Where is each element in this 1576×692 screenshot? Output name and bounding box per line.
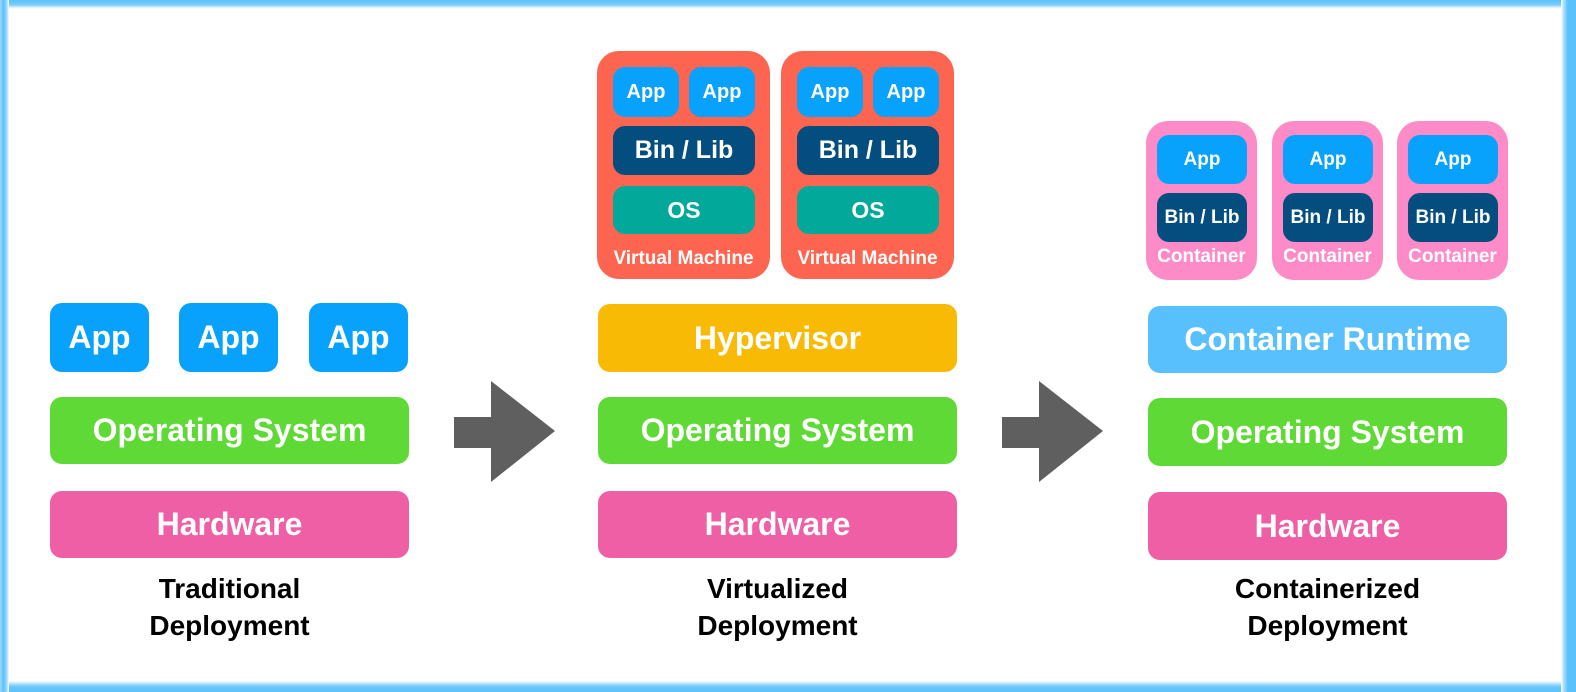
vm2-label: Virtual Machine bbox=[797, 248, 938, 269]
containerized-operating-system: Operating System bbox=[1148, 398, 1507, 466]
container-1: App Bin / Lib Container bbox=[1146, 121, 1257, 280]
frame-border-left bbox=[0, 0, 9, 692]
virtualized-hardware: Hardware bbox=[598, 491, 957, 558]
vm2-app-2: App bbox=[873, 67, 939, 117]
frame-border-right bbox=[1561, 0, 1576, 692]
vm2-os: OS bbox=[797, 186, 939, 234]
vm1-app-1: App bbox=[613, 67, 679, 117]
traditional-app-2: App bbox=[179, 303, 278, 372]
container2-label: Container bbox=[1283, 246, 1372, 267]
frame-border-bottom bbox=[0, 681, 1576, 692]
traditional-hardware: Hardware bbox=[50, 491, 409, 558]
containerized-caption-line2: Deployment bbox=[1247, 610, 1408, 641]
arrow-right-icon bbox=[1002, 381, 1103, 482]
container3-app: App bbox=[1408, 135, 1498, 184]
container1-app: App bbox=[1157, 135, 1247, 184]
container-runtime-layer: Container Runtime bbox=[1148, 306, 1507, 373]
vm1-label: Virtual Machine bbox=[613, 248, 754, 269]
virtualized-caption: Virtualized Deployment bbox=[598, 570, 957, 644]
hypervisor-layer: Hypervisor bbox=[598, 304, 957, 372]
container3-label: Container bbox=[1408, 246, 1497, 267]
traditional-app-1: App bbox=[50, 303, 149, 372]
container2-bin-lib: Bin / Lib bbox=[1283, 193, 1373, 242]
vm1-os: OS bbox=[613, 186, 755, 234]
containerized-caption-line1: Containerized bbox=[1234, 573, 1421, 604]
container-3: App Bin / Lib Container bbox=[1397, 121, 1508, 280]
vm1-bin-lib: Bin / Lib bbox=[613, 126, 755, 175]
traditional-caption: Traditional Deployment bbox=[50, 570, 409, 644]
containerized-caption: Containerized Deployment bbox=[1148, 570, 1507, 644]
virtualized-caption-line2: Deployment bbox=[697, 610, 858, 641]
arrow-right-icon bbox=[454, 381, 555, 482]
containerized-hardware: Hardware bbox=[1148, 492, 1507, 560]
virtualized-caption-line1: Virtualized bbox=[706, 573, 849, 604]
traditional-caption-line1: Traditional bbox=[158, 573, 301, 604]
container3-bin-lib: Bin / Lib bbox=[1408, 193, 1498, 242]
vm2-bin-lib: Bin / Lib bbox=[797, 126, 939, 175]
traditional-app-3: App bbox=[309, 303, 408, 372]
vm2-app-1: App bbox=[797, 67, 863, 117]
frame-border-top bbox=[0, 0, 1576, 9]
container-2: App Bin / Lib Container bbox=[1272, 121, 1383, 280]
traditional-caption-line2: Deployment bbox=[149, 610, 310, 641]
vm1-app-2: App bbox=[689, 67, 755, 117]
virtualized-operating-system: Operating System bbox=[598, 397, 957, 464]
virtual-machine-1: App App Bin / Lib OS Virtual Machine bbox=[597, 51, 770, 279]
container2-app: App bbox=[1283, 135, 1373, 184]
container1-bin-lib: Bin / Lib bbox=[1157, 193, 1247, 242]
virtual-machine-2: App App Bin / Lib OS Virtual Machine bbox=[781, 51, 954, 279]
container1-label: Container bbox=[1157, 246, 1246, 267]
traditional-operating-system: Operating System bbox=[50, 397, 409, 464]
